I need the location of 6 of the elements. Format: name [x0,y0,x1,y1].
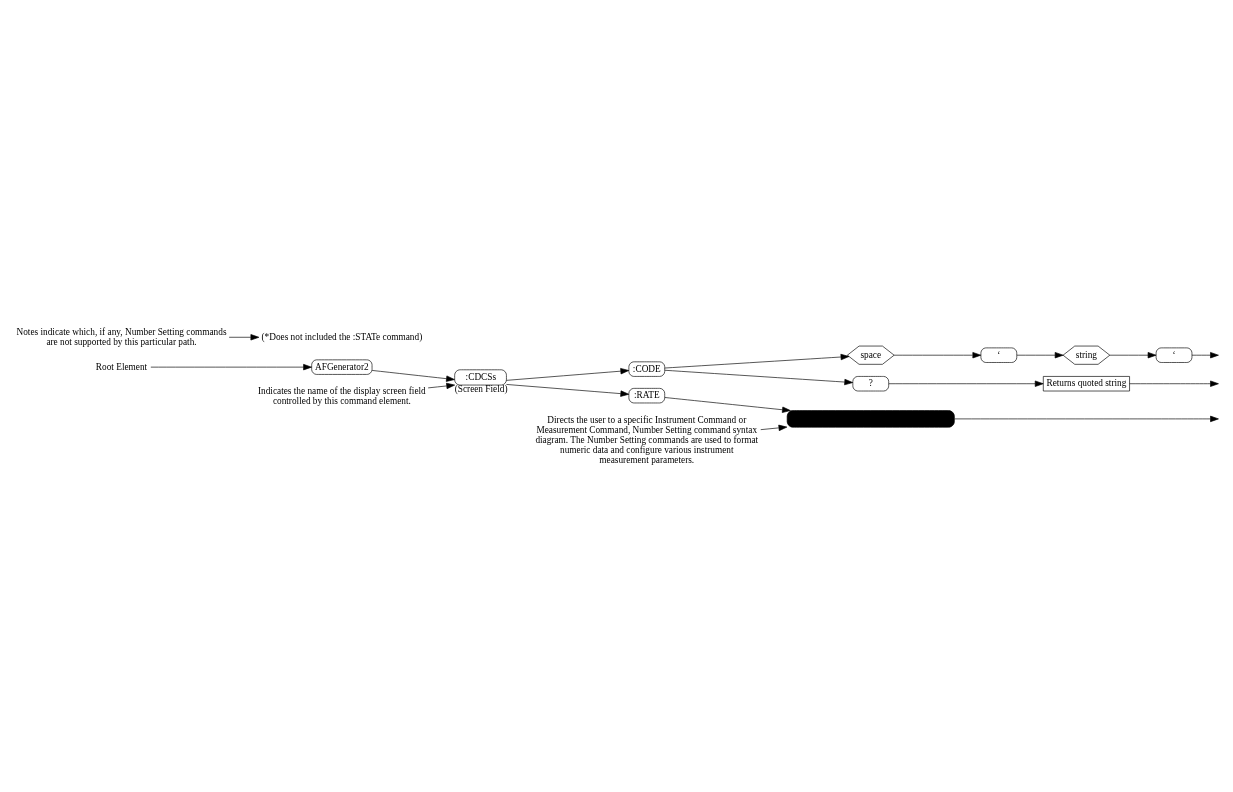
node-text: Indicates the name of the display screen field controlled by this command element. [257,385,426,406]
node-text: (*Does not included the :STATe command) [261,331,423,342]
node-label: (Screen Field) [454,383,508,394]
node-text: Notes indicate which, if any, Number Setting commands are not supported by this particular path. [16,326,227,347]
node-text: Directs the user to a specific Instrument Command or Measurement Command, Number Setting command syntax diagram. The Number Setting commands are used to format numeric data and configure various instrument measurement parameters. [535,414,759,465]
node-text: Root Element [95,361,148,372]
